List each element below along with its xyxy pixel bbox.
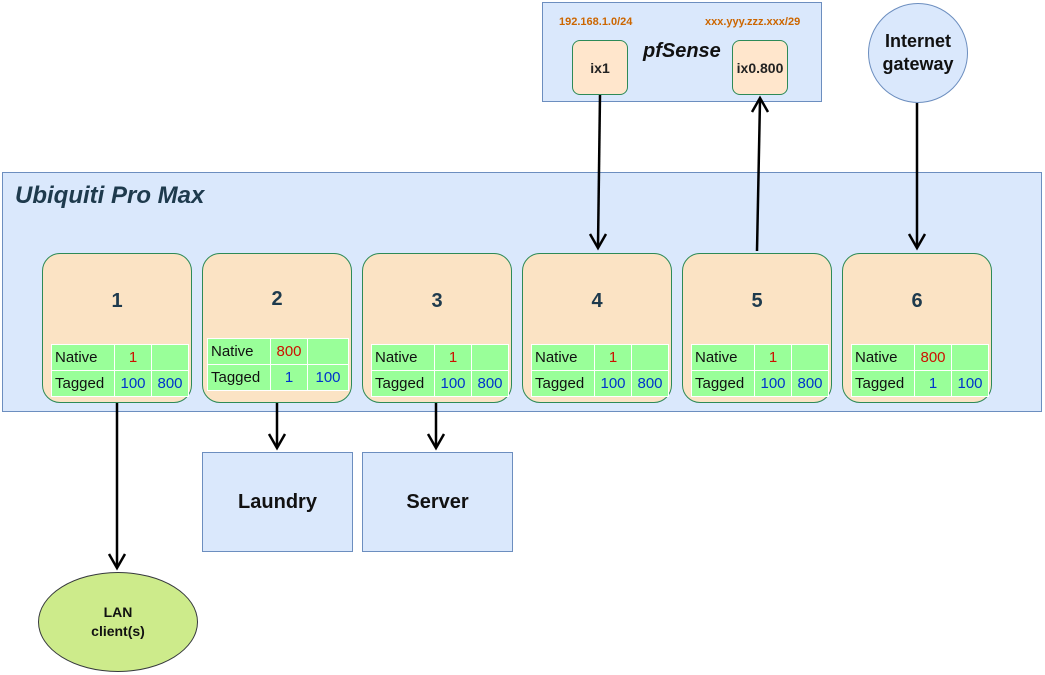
tagged-row: Tagged 1 100 (851, 370, 989, 397)
arrowhead-lan (107, 553, 127, 571)
port-5: 5 Native 1 Tagged 100 800 (682, 253, 832, 403)
internet-gateway: Internet gateway (868, 3, 968, 103)
vlan-table: Native 1 Tagged 100 800 (51, 344, 189, 397)
port-number: 3 (431, 290, 443, 312)
tagged-vlan: 100 (951, 370, 989, 397)
tagged-label: Tagged (691, 370, 755, 397)
tagged-label: Tagged (207, 364, 271, 391)
arrowhead-port4 (588, 233, 608, 251)
port-2: 2 Native 800 Tagged 1 100 (202, 253, 352, 403)
tagged-row: Tagged 100 800 (371, 370, 509, 397)
tagged-vlan: 100 (434, 370, 472, 397)
port-3: 3 Native 1 Tagged 100 800 (362, 253, 512, 403)
tagged-row: Tagged 100 800 (531, 370, 669, 397)
native-label: Native (371, 344, 435, 371)
port-number: 5 (751, 290, 763, 312)
tagged-vlan: 800 (791, 370, 829, 397)
native-label: Native (691, 344, 755, 371)
wan-subnet-label: xxx.yyy.zzz.xxx/29 (705, 16, 801, 28)
tagged-label: Tagged (531, 370, 595, 397)
lan-label-line1: LAN (103, 604, 133, 621)
tagged-vlan: 800 (471, 370, 509, 397)
interface-ix1: ix1 (572, 40, 628, 95)
laundry-box: Laundry (202, 452, 353, 552)
arrow-port5-to-ix0 (755, 99, 762, 252)
gateway-label-line2: gateway (882, 54, 954, 74)
tagged-vlan: 1 (914, 370, 952, 397)
interface-ix0-800: ix0.800 (732, 40, 788, 95)
tagged-vlan: 1 (270, 364, 308, 391)
vlan-table: Native 1 Tagged 100 800 (371, 344, 509, 397)
native-label: Native (207, 338, 271, 365)
arrow-ix1-to-port4 (596, 94, 602, 247)
tagged-row: Tagged 1 100 (207, 364, 349, 391)
vlan-table: Native 800 Tagged 1 100 (851, 344, 989, 397)
port-4: 4 Native 1 Tagged 100 800 (522, 253, 672, 403)
pfsense-title: pfSense (643, 40, 721, 62)
gateway-label-line1: Internet (884, 30, 951, 51)
vlan-table: Native 1 Tagged 100 800 (691, 344, 829, 397)
tagged-label: Tagged (851, 370, 915, 397)
port-6: 6 Native 800 Tagged 1 100 (842, 253, 992, 403)
switch-title: Ubiquiti Pro Max (15, 182, 205, 209)
native-vlan: 800 (270, 338, 308, 365)
native-row: Native 800 (851, 344, 989, 371)
tagged-vlan: 100 (114, 370, 152, 397)
arrowhead-laundry (267, 433, 287, 451)
vlan-table: Native 800 Tagged 1 100 (207, 338, 349, 391)
arrowhead-server (426, 433, 446, 451)
lan-label-line2: client(s) (91, 623, 145, 639)
lan-clients-ellipse: LAN client(s) (38, 572, 198, 672)
tagged-vlan: 100 (307, 364, 349, 391)
tagged-vlan: 800 (631, 370, 669, 397)
tagged-label: Tagged (51, 370, 115, 397)
empty-cell (471, 344, 509, 371)
port-number: 6 (911, 290, 923, 312)
port-number: 4 (591, 290, 603, 312)
port-number: 1 (111, 290, 123, 312)
lan-subnet-label: 192.168.1.0/24 (559, 16, 633, 28)
arrowhead-ix0 (750, 95, 770, 113)
tagged-row: Tagged 100 800 (51, 370, 189, 397)
tagged-row: Tagged 100 800 (691, 370, 829, 397)
port-1: 1 Native 1 Tagged 100 800 (42, 253, 192, 403)
native-row: Native 800 (207, 338, 349, 365)
tagged-vlan: 800 (151, 370, 189, 397)
arrowhead-port6 (907, 233, 927, 251)
native-label: Native (531, 344, 595, 371)
tagged-vlan: 100 (754, 370, 792, 397)
port-number: 2 (271, 288, 283, 310)
native-row: Native 1 (371, 344, 509, 371)
server-box: Server (362, 452, 513, 552)
vlan-table: Native 1 Tagged 100 800 (531, 344, 669, 397)
